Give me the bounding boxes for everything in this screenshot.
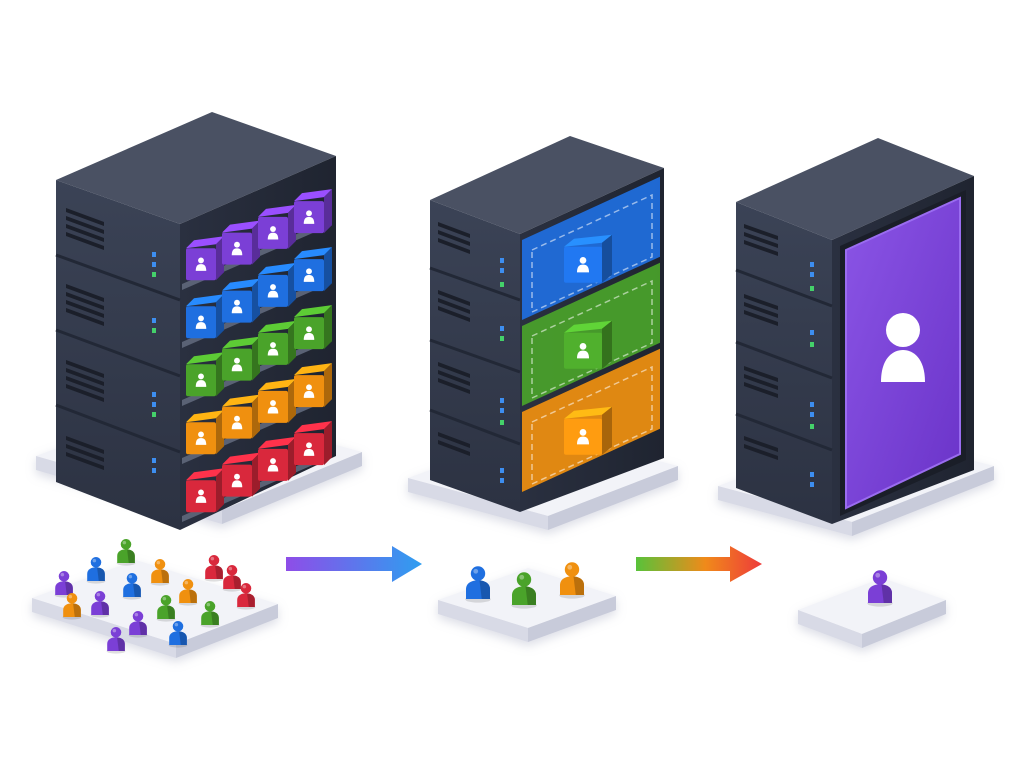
user-figure [867, 570, 893, 607]
user-icon [231, 357, 243, 372]
user-icon [303, 442, 315, 456]
tenant-tile [222, 278, 260, 323]
tenant-tile [258, 262, 296, 307]
stage-grouped-tenants [408, 136, 678, 642]
user-icon [195, 373, 207, 387]
user-figure [204, 555, 224, 582]
user-icon [231, 299, 243, 314]
user-icon [577, 256, 589, 273]
tenant-tile [258, 378, 296, 423]
user-icon [881, 313, 925, 382]
tenant-compartment-blue [522, 176, 660, 320]
user-figure [86, 557, 106, 584]
user-figure [236, 583, 256, 610]
user-group-grouped [465, 562, 585, 609]
user-group-single [867, 570, 893, 607]
status-leds [500, 258, 504, 483]
user-icon [267, 226, 279, 240]
user-icon [231, 241, 243, 256]
server-compartment-tenant [429, 136, 664, 512]
tenant-compartment-orange [522, 348, 660, 492]
tenant-tile [186, 410, 224, 455]
tenant-tile [186, 294, 224, 339]
user-figure [150, 559, 170, 586]
user-icon [267, 284, 279, 298]
tenant-tile [294, 305, 332, 350]
status-leds [152, 252, 156, 473]
user-group-many [54, 539, 256, 654]
user-icon [195, 489, 207, 503]
user-figure [128, 611, 148, 638]
status-leds [810, 262, 814, 487]
user-figure [200, 601, 220, 628]
tenant-tile [222, 336, 260, 381]
single-tenant-panel [840, 190, 966, 516]
tenant-tile [222, 220, 260, 265]
stage-many-tenants [32, 112, 362, 658]
tenant-tile [186, 468, 224, 513]
vent-grilles [66, 208, 104, 470]
user-figure [156, 595, 176, 622]
user-figure [62, 593, 82, 620]
user-figure [222, 565, 242, 592]
user-figure [465, 566, 491, 603]
tenant-tile [222, 452, 260, 497]
tenant-tile [258, 204, 296, 249]
arrow-consolidate-2 [636, 546, 762, 582]
user-icon [303, 326, 315, 340]
arrow-consolidate-1 [286, 546, 422, 582]
users-platform-single [798, 578, 946, 648]
user-icon [231, 473, 243, 488]
user-icon [195, 315, 207, 329]
user-figure [90, 591, 110, 618]
user-figure [122, 573, 142, 600]
server-multi-tenant [55, 112, 336, 530]
user-figure [116, 539, 136, 566]
vent-grilles [744, 224, 778, 460]
user-icon [231, 415, 243, 430]
tenant-compartments [522, 176, 660, 492]
user-icon [577, 342, 589, 359]
user-icon [303, 210, 315, 224]
user-icon [195, 257, 207, 271]
tenant-tile [186, 352, 224, 397]
user-icon [267, 458, 279, 472]
vent-grilles [438, 222, 470, 456]
user-figure [511, 572, 537, 609]
user-icon [267, 342, 279, 356]
server-single-tenant [735, 138, 974, 524]
tenant-tile [258, 320, 296, 365]
stage-single-tenant [718, 138, 994, 648]
tenant-tile [294, 363, 332, 408]
tenant-tile [222, 394, 260, 439]
tenant-tile [258, 436, 296, 481]
tenant-tile [294, 247, 332, 292]
user-figure [168, 621, 188, 648]
user-icon [303, 384, 315, 398]
tenant-tile [294, 189, 332, 234]
tenant-shelf-grid [182, 189, 332, 522]
user-icon [303, 268, 315, 282]
user-icon [195, 431, 207, 445]
tenant-tile [294, 421, 332, 466]
user-icon [577, 428, 589, 445]
user-icon [267, 400, 279, 414]
tenant-tile [186, 236, 224, 281]
user-figure [106, 627, 126, 654]
user-figure [559, 562, 585, 599]
tenant-compartment-green [522, 262, 660, 406]
user-figure [178, 579, 198, 606]
